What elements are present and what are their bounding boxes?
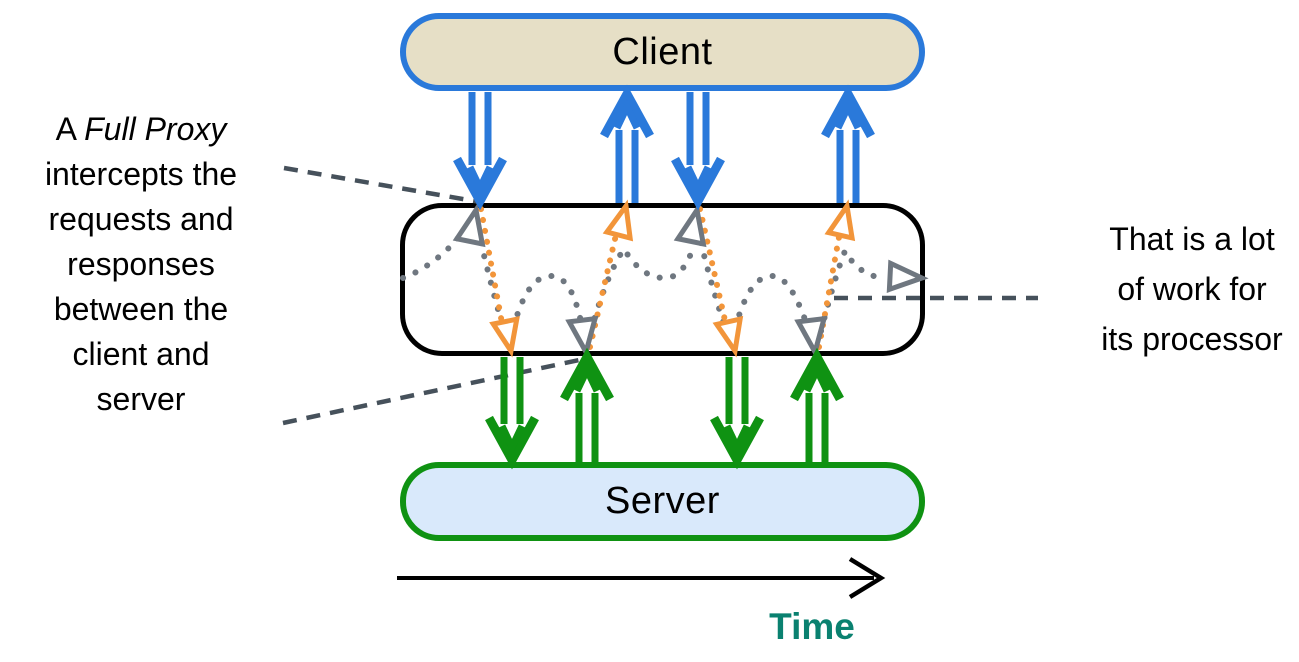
annotation-line: its processor (1101, 321, 1283, 357)
annotation-line: intercepts the (44, 156, 238, 192)
server-request-arrow-1 (485, 357, 539, 470)
annotation-line: responses (67, 246, 215, 282)
client-response-arrow-1 (600, 84, 654, 203)
left-annotation-pointer-line (282, 356, 585, 426)
annotation-italic-text: Full Proxy (84, 111, 227, 147)
annotation-line: A Full Proxy (5, 107, 277, 152)
client-node: Client (400, 13, 925, 91)
annotation-line: of work for (1117, 271, 1267, 307)
annotation-line: client and (72, 336, 210, 372)
server-node: Server (400, 462, 925, 541)
left-annotation-pointer-line (283, 165, 481, 205)
client-request-arrow-1 (453, 92, 507, 211)
right-annotation: That is a lot of work for its processor (1085, 214, 1299, 364)
client-request-arrow-2 (671, 92, 725, 211)
annotation-line: requests and (48, 201, 234, 237)
proxy-node (400, 203, 925, 356)
time-axis-arrowhead (848, 557, 886, 599)
left-annotation: A Full Proxy intercepts the requests and… (5, 107, 277, 422)
server-response-arrow-1 (560, 347, 614, 462)
annotation-line: server (96, 381, 186, 417)
annotation-text: A (55, 111, 85, 147)
client-response-arrow-2 (821, 84, 875, 203)
server-request-arrow-2 (710, 357, 764, 470)
annotation-line: between the (53, 291, 229, 327)
time-axis-label: Time (769, 606, 855, 647)
annotation-line: That is a lot (1109, 221, 1275, 257)
server-label: Server (605, 480, 720, 522)
server-response-arrow-2 (790, 347, 844, 462)
client-label: Client (612, 30, 713, 73)
